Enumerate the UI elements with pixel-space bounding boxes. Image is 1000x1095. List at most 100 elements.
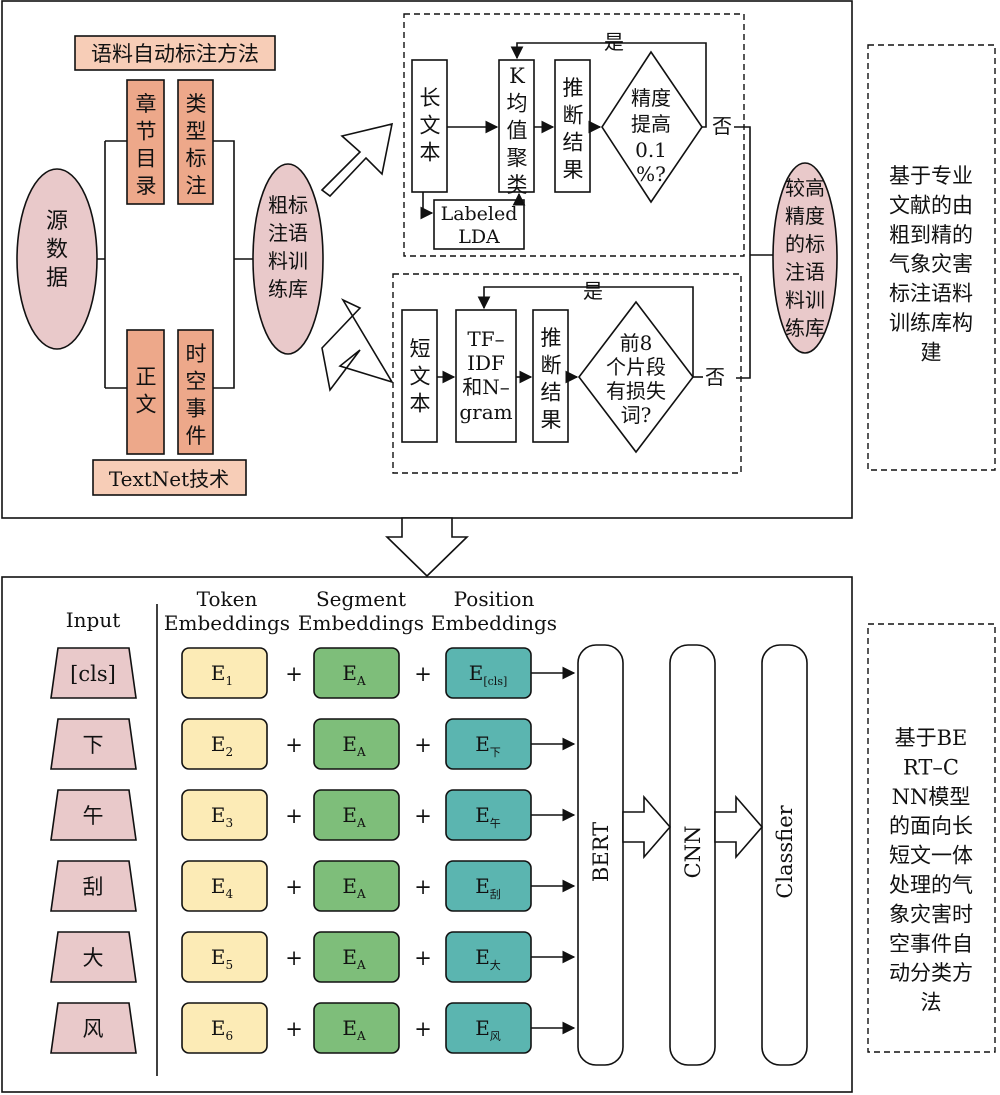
plus-sign: + — [414, 662, 432, 686]
coarse-join-lines — [213, 140, 253, 389]
labeled-lda-line-2: LDA — [458, 226, 500, 248]
infer2-box: 推断结果 — [532, 309, 569, 443]
plus-sign: + — [285, 662, 303, 686]
plus-sign: + — [414, 875, 432, 899]
panel-transition-arrow — [385, 517, 469, 578]
yes2-label: 是 — [583, 279, 603, 303]
loss-line-4: 词? — [621, 403, 652, 427]
no1-label: 否 — [712, 114, 732, 138]
precision-line-3: 0.1 — [635, 138, 667, 162]
segment-embedding-box — [313, 931, 400, 983]
spatio-event-box: 时空事件 — [177, 329, 214, 455]
hollow-arrow-up — [320, 122, 394, 198]
bert-to-cnn-arrow — [622, 794, 672, 860]
segment-embedding-box — [313, 860, 400, 912]
bert-block: BERT — [577, 644, 624, 1066]
yes1-label: 是 — [604, 30, 624, 54]
source-data-node: 源数据 — [16, 168, 98, 350]
loss-line-3: 有损失 — [606, 379, 666, 403]
token-embedding-box — [181, 860, 268, 912]
input-header: Input — [66, 608, 121, 632]
segment-embedding-box — [313, 718, 400, 770]
token-embedding-box — [181, 789, 268, 841]
plus-sign: + — [414, 1017, 432, 1041]
cnn-to-classifier-arrow — [714, 794, 764, 860]
segment-header-2: Embeddings — [298, 611, 424, 635]
short-text-box: 短文本 — [401, 309, 438, 443]
chapter-label: 章节目录 — [136, 92, 157, 198]
input-token-label: 刮 — [83, 875, 104, 899]
segment-header-1: Segment — [316, 587, 406, 611]
type-label-label: 类型标注 — [186, 92, 207, 198]
classifier-label: Classfier — [773, 804, 797, 898]
input-token-shape — [50, 1002, 137, 1054]
input-token-label: 大 — [83, 946, 104, 970]
labeled-lda-line-1: Labeled — [441, 203, 518, 225]
input-token-label: 午 — [83, 804, 104, 828]
tfidf-box: TF– IDF 和N– gram — [455, 309, 517, 443]
plus-sign: + — [285, 946, 303, 970]
long-text-label: 长文本 — [420, 86, 441, 165]
tfidf-line-3: 和N– — [462, 375, 510, 399]
input-token-shape — [50, 647, 137, 699]
plus-sign: + — [285, 733, 303, 757]
token-embedding-box — [181, 1002, 268, 1054]
top-side-note-frame — [867, 44, 996, 471]
position-embedding-label: E风 — [475, 1016, 501, 1043]
segment-embedding-box — [313, 647, 400, 699]
plus-sign: + — [414, 946, 432, 970]
bottom-side-note-frame — [867, 623, 996, 1053]
infer2-label: 推断结果 — [541, 326, 562, 432]
hollow-arrow-down — [321, 298, 394, 392]
type-label-box: 类型标注 — [177, 79, 214, 205]
precision-decision: 精度 提高 0.1 %? — [601, 50, 703, 204]
input-token-label: [cls] — [70, 662, 116, 686]
high-precision-label: 较高精度的标注语料训练库 — [785, 176, 825, 340]
chapter-box: 章节目录 — [126, 79, 165, 205]
token-header-2: Embeddings — [164, 611, 290, 635]
long-text-box: 长文本 — [411, 59, 448, 193]
loss-line-2: 个片段 — [606, 355, 666, 379]
source-branch-lines — [97, 140, 127, 389]
segment-embedding-box — [313, 789, 400, 841]
loss-decision: 前8 个片段 有损失 词? — [577, 300, 695, 454]
coarse-corpus-label: 粗标注语料训练库 — [268, 193, 308, 301]
long-text-region — [403, 13, 745, 257]
arrow-yes2-loop — [477, 286, 694, 377]
body-text-box: 正文 — [126, 329, 165, 455]
precision-line-4: %? — [636, 162, 666, 186]
input-token-shape — [50, 931, 137, 983]
embedding-row: [cls]E1+EA+E[cls] — [50, 647, 576, 699]
token-header-1: Token — [197, 587, 258, 611]
cnn-label: CNN — [681, 826, 705, 879]
high-precision-node: 较高精度的标注语料训练库 — [772, 162, 838, 354]
top-side-note: 基于专业文献的由粗到精的气象灾害标注语料训练库构建 — [889, 164, 973, 364]
position-header-1: Position — [454, 587, 535, 611]
no1-to-high-line — [734, 126, 751, 379]
auto-label-title: 语料自动标注方法 — [91, 42, 259, 66]
token-embedding-box — [181, 931, 268, 983]
spatio-event-label: 时空事件 — [186, 342, 207, 448]
input-token-label: 下 — [83, 733, 104, 757]
bert-label: BERT — [589, 822, 613, 882]
auto-label-title-box: 语料自动标注方法 — [74, 35, 276, 71]
arrow-longtext-lda — [420, 192, 434, 220]
source-data-label: 源数据 — [46, 209, 68, 291]
tfidf-line-2: IDF — [467, 351, 505, 375]
tfidf-line-4: gram — [459, 400, 512, 424]
plus-sign: + — [285, 1017, 303, 1041]
position-header-2: Embeddings — [431, 611, 557, 635]
plus-sign: + — [414, 733, 432, 757]
precision-line-1: 精度 — [631, 86, 671, 110]
token-embedding-box — [181, 647, 268, 699]
input-token-shape — [50, 789, 137, 841]
